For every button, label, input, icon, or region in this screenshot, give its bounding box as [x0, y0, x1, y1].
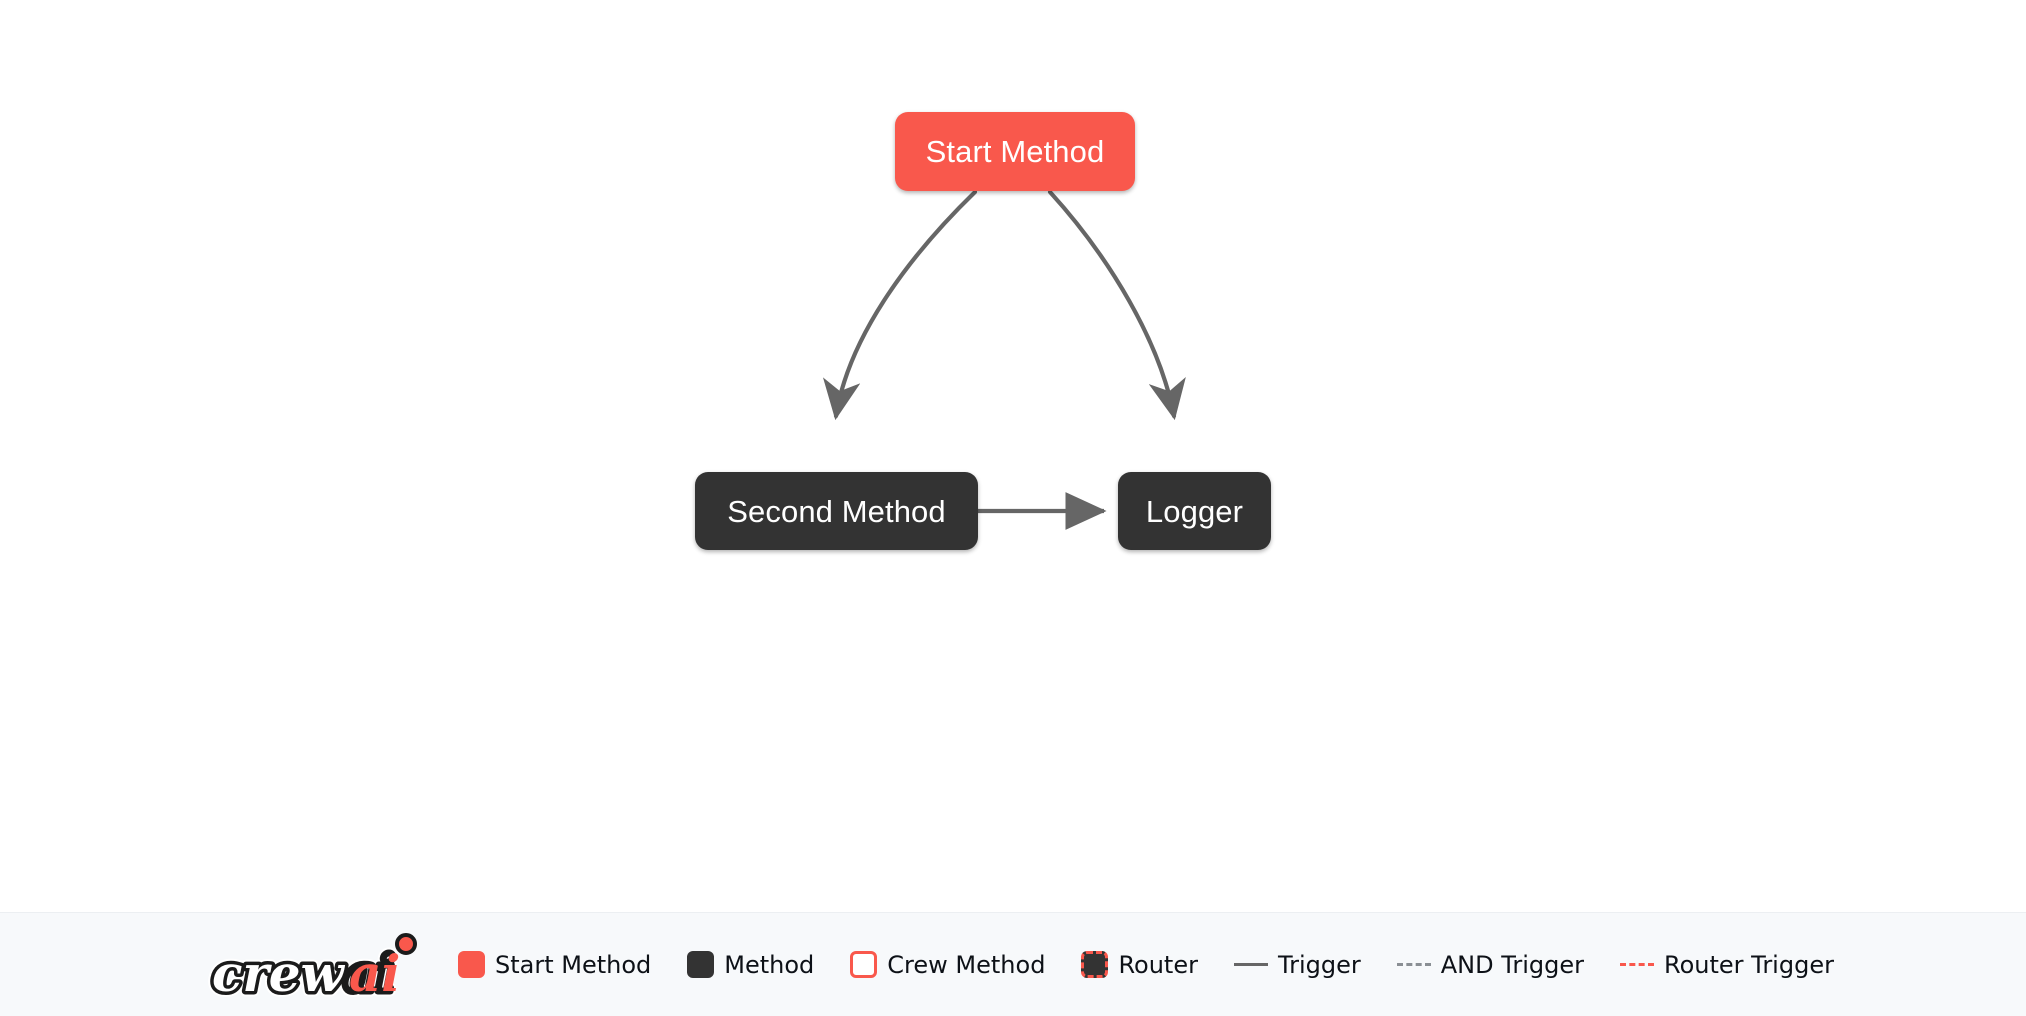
node-second-method-label: Second Method: [727, 493, 946, 529]
legend-item-trigger[interactable]: Trigger: [1233, 950, 1361, 979]
crewai-logo-ai: ai: [349, 944, 400, 1002]
legend-item-method[interactable]: Method: [687, 951, 814, 978]
graph-canvas[interactable]: Start Method Second Method Logger: [0, 0, 2026, 912]
crewai-logo-outline: crewai: [212, 944, 395, 1002]
node-start-method-label: Start Method: [925, 134, 1105, 169]
edge-start-to-second: [822, 189, 978, 421]
crewai-logo: crewai crewai crew crew ai: [207, 932, 417, 1002]
legend-item-router[interactable]: Router: [1081, 951, 1198, 978]
node-logger-label: Logger: [1145, 493, 1244, 529]
legend-label-method: Method: [724, 950, 815, 979]
legend-label-crew-method: Crew Method: [887, 950, 1046, 979]
edge-start-to-logger: [1047, 189, 1186, 421]
legend-item-router-trigger[interactable]: Router Trigger: [1620, 953, 1834, 977]
legend-bar: crewai crewai crew crew ai Start Method …: [0, 912, 2026, 1016]
legend-label-and-trigger: AND Trigger: [1440, 950, 1585, 979]
crew-method-swatch-icon: [850, 951, 878, 978]
router-trigger-line-icon: [1620, 963, 1655, 966]
router-swatch-icon: [1081, 951, 1109, 978]
node-start-method[interactable]: Start Method: [895, 112, 1135, 191]
and-trigger-line-icon: [1396, 963, 1431, 966]
node-second-method[interactable]: Second Method: [695, 472, 978, 550]
crewai-logo-crew: crew: [212, 944, 346, 1002]
legend-item-crew-method[interactable]: Crew Method: [850, 951, 1045, 978]
crewai-logo-halo: crewai: [212, 944, 395, 1002]
legend-label-router-trigger: Router Trigger: [1664, 950, 1834, 979]
legend-item-start-method[interactable]: Start Method: [458, 951, 651, 978]
legend-label-trigger: Trigger: [1277, 950, 1361, 979]
node-logger[interactable]: Logger: [1118, 472, 1271, 550]
crewai-logo-dot: [395, 932, 417, 955]
method-swatch-icon: [687, 951, 715, 978]
legend-label-router: Router: [1118, 950, 1198, 979]
legend-label-start-method: Start Method: [495, 950, 652, 979]
legend-items: Start Method Method Crew Method Router T…: [458, 951, 2026, 978]
legend-item-and-trigger[interactable]: AND Trigger: [1396, 950, 1585, 979]
trigger-line-icon: [1233, 963, 1268, 966]
start-method-swatch-icon: [458, 951, 485, 978]
